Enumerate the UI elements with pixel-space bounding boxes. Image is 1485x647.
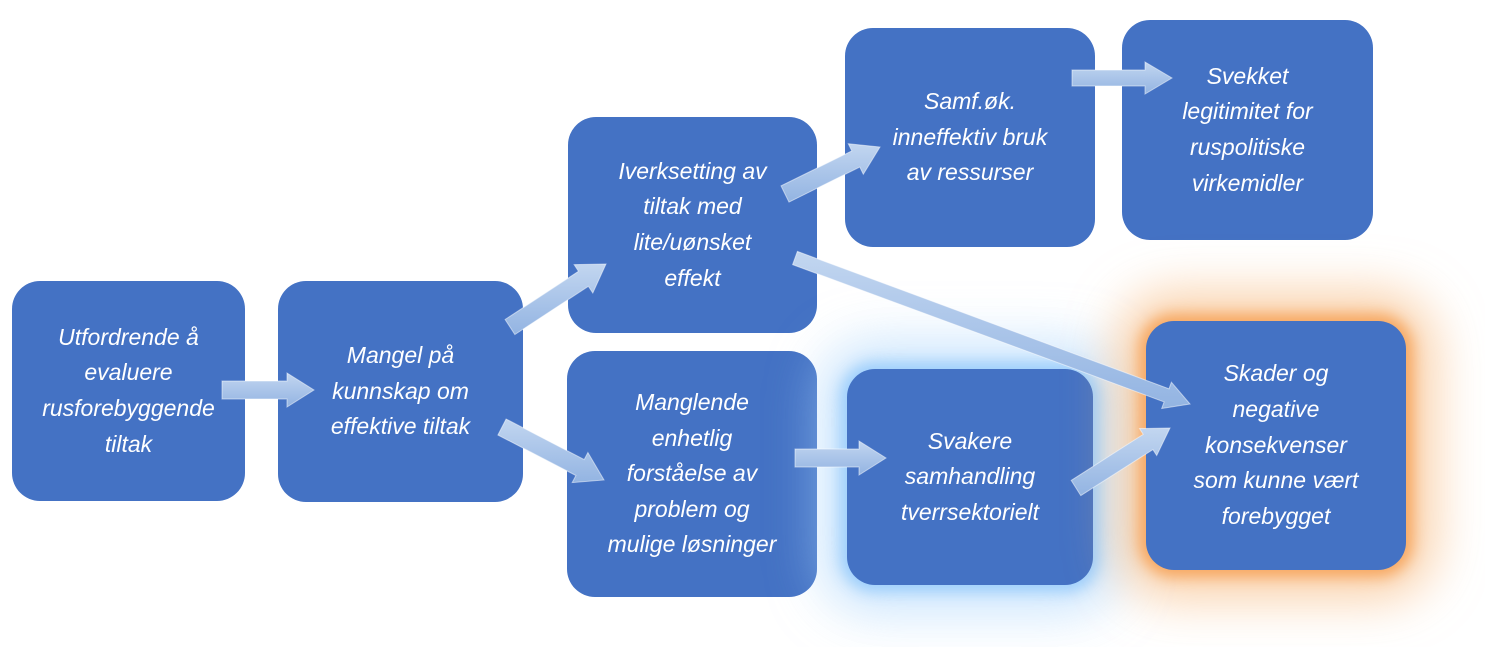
node-label: Svekket legitimitet for ruspolitiske vir… — [1182, 62, 1313, 196]
node-svekket-legitimitet: Svekket legitimitet for ruspolitiske vir… — [1122, 20, 1373, 240]
node-utfordrende-evaluere: Utfordrende å evaluere rusforebyggende t… — [12, 281, 245, 501]
node-label: Manglende enhetlig forståelse av problem… — [607, 388, 777, 558]
node-label: Mangel på kunnskap om effektive tiltak — [330, 342, 471, 440]
node-samfok-inneffektiv: Samf.øk. inneffektiv bruk av ressurser — [845, 28, 1095, 247]
node-skader-konsekvenser: Skader og negative konsekvenser som kunn… — [1146, 321, 1406, 570]
node-label: Iverksetting av tiltak med lite/uønsket … — [618, 157, 767, 291]
node-mangel-kunnskap: Mangel på kunnskap om effektive tiltak — [278, 281, 523, 502]
node-iverksetting-tiltak: Iverksetting av tiltak med lite/uønsket … — [568, 117, 817, 333]
node-label: Utfordrende å evaluere rusforebyggende t… — [42, 323, 215, 457]
node-label: Skader og negative konsekvenser som kunn… — [1193, 360, 1359, 529]
node-label: Svakere samhandling tverrsektorielt — [900, 427, 1040, 525]
node-svakere-samhandling: Svakere samhandling tverrsektorielt — [847, 369, 1093, 585]
node-manglende-forstaelse: Manglende enhetlig forståelse av problem… — [567, 351, 817, 597]
node-label: Samf.øk. inneffektiv bruk av ressurser — [892, 88, 1048, 186]
